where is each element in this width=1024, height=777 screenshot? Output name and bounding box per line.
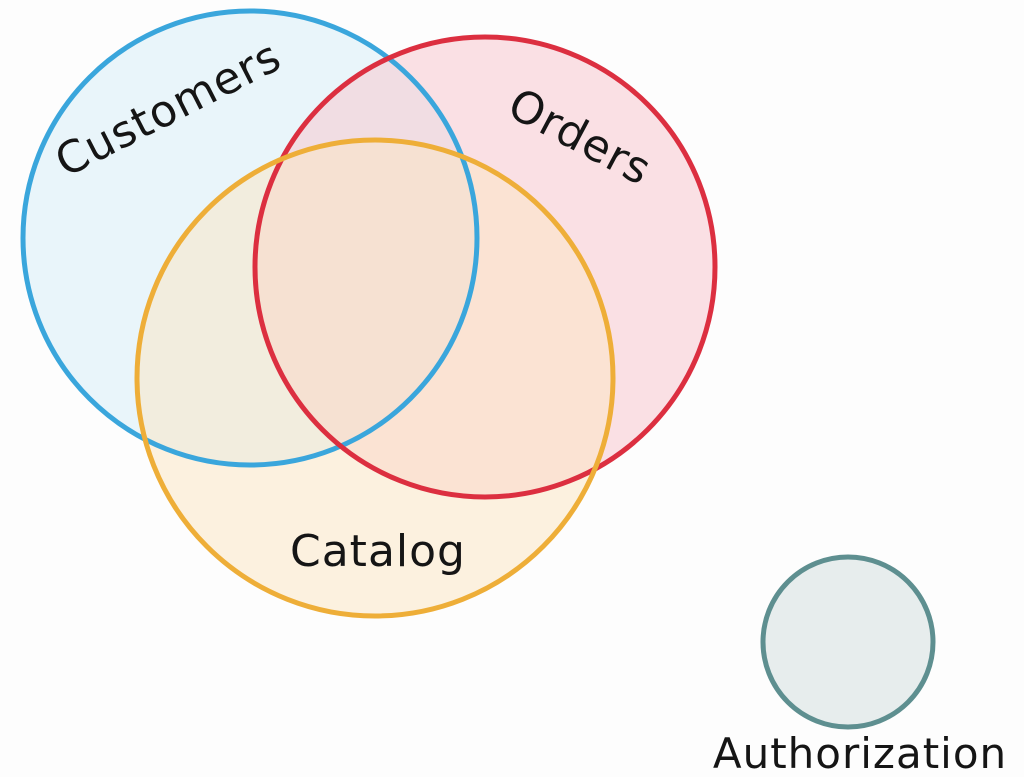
catalog-circle bbox=[134, 137, 616, 619]
catalog-label: Catalog bbox=[290, 526, 466, 577]
authorization-circle bbox=[760, 554, 936, 730]
authorization-label: Authorization bbox=[713, 729, 1007, 777]
authorization-circle-fill bbox=[763, 557, 933, 727]
customers-circle bbox=[20, 8, 480, 468]
orders-circle bbox=[252, 34, 718, 500]
